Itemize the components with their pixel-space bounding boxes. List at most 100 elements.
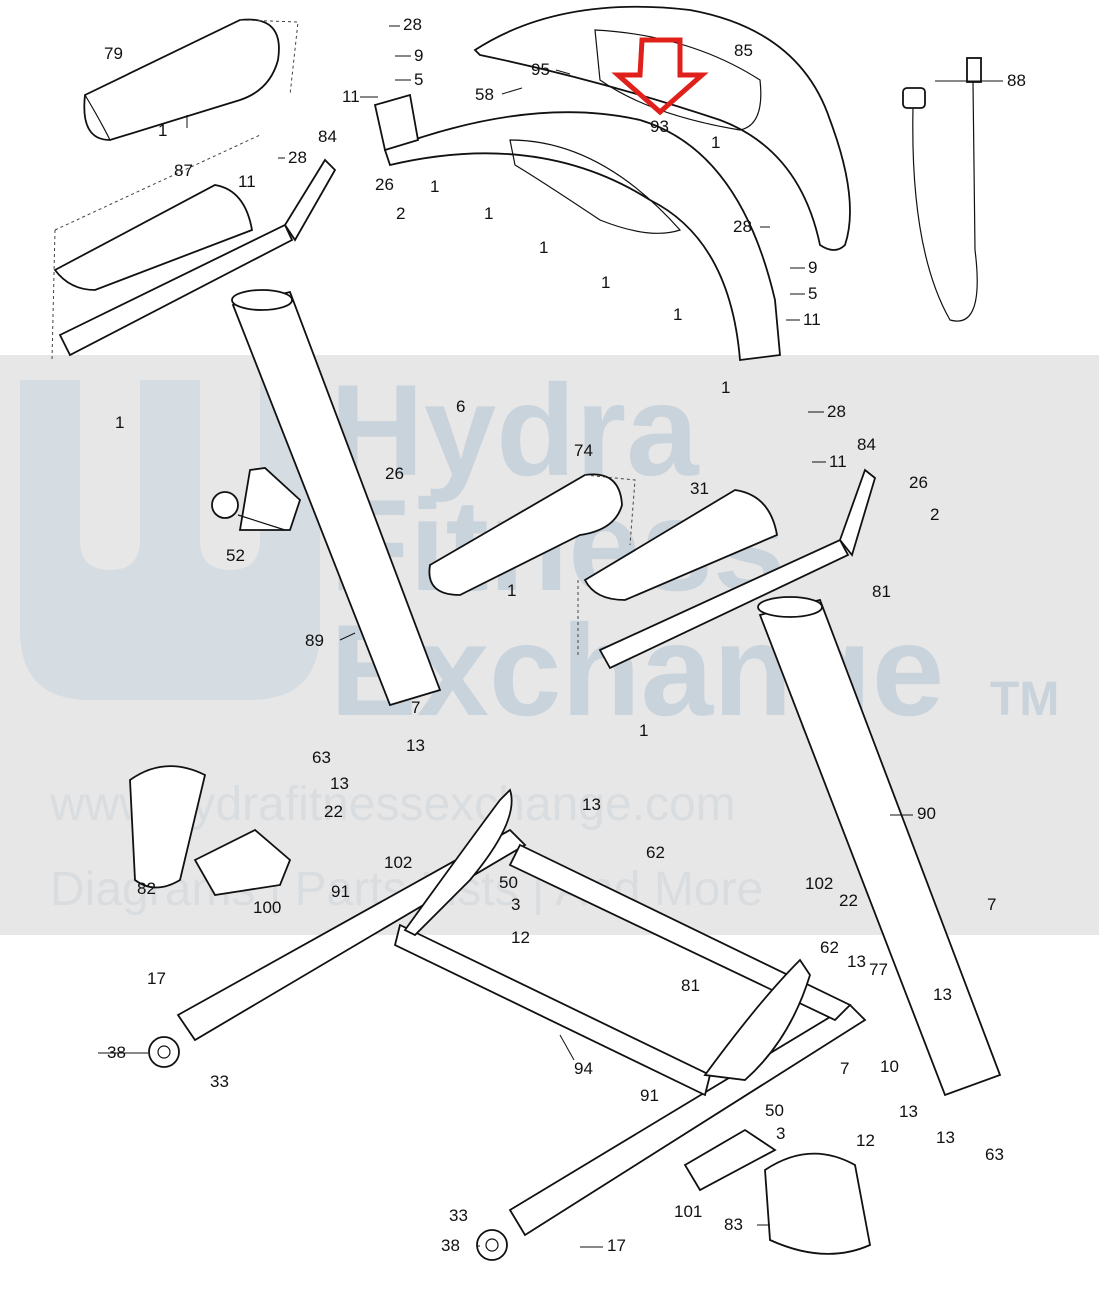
label-1: 1: [711, 133, 720, 152]
label-74: 74: [574, 441, 593, 460]
part-91-94-base-frame: [176, 788, 867, 1237]
label-1: 1: [507, 581, 516, 600]
label-81: 81: [681, 976, 700, 995]
part-labels: 79 28 9 5 11 95 58 85 88 93 1 84 28 87 1…: [104, 15, 1026, 1255]
part-83-cover: [764, 1152, 872, 1255]
label-1: 1: [539, 238, 548, 257]
part-89-left-upright: [231, 289, 442, 707]
label-84: 84: [318, 127, 337, 146]
label-62: 62: [646, 843, 665, 862]
label-33: 33: [449, 1206, 468, 1225]
label-88: 88: [1007, 71, 1026, 90]
part-88-wire: [902, 57, 982, 322]
label-13: 13: [582, 795, 601, 814]
label-1: 1: [158, 121, 167, 140]
label-3: 3: [776, 1124, 785, 1143]
label-26: 26: [375, 175, 394, 194]
label-91: 91: [331, 882, 350, 901]
label-13: 13: [847, 952, 866, 971]
label-101: 101: [674, 1202, 702, 1221]
label-7: 7: [411, 698, 420, 717]
label-11: 11: [342, 87, 360, 106]
label-82: 82: [137, 879, 156, 898]
part-52-knob: [211, 467, 302, 531]
label-100: 100: [253, 898, 281, 917]
part-31-right-mount: [577, 468, 877, 670]
label-31: 31: [690, 479, 709, 498]
label-5: 5: [414, 70, 423, 89]
label-10: 10: [880, 1057, 899, 1076]
label-17: 17: [147, 969, 166, 988]
label-102: 102: [805, 874, 833, 893]
label-93: 93: [650, 117, 669, 136]
label-13: 13: [406, 736, 425, 755]
label-22: 22: [324, 802, 343, 821]
label-2: 2: [396, 204, 405, 223]
label-38: 38: [441, 1236, 460, 1255]
part-79-handle-cover: [83, 18, 299, 141]
label-63: 63: [985, 1145, 1004, 1164]
label-28: 28: [827, 402, 846, 421]
part-87-left-mount: [51, 134, 337, 361]
label-13: 13: [933, 985, 952, 1004]
label-52: 52: [226, 546, 245, 565]
highlight-arrow-icon: [611, 37, 709, 116]
label-7: 7: [987, 895, 996, 914]
label-13: 13: [330, 774, 349, 793]
label-77: 77: [869, 960, 888, 979]
label-1: 1: [721, 378, 730, 397]
label-90: 90: [917, 804, 936, 823]
label-62: 62: [820, 938, 839, 957]
label-11: 11: [803, 310, 821, 329]
label-7: 7: [840, 1059, 849, 1078]
watermark-line1: Hydra: [330, 357, 700, 503]
label-1: 1: [430, 177, 439, 196]
label-84: 84: [857, 435, 876, 454]
label-50: 50: [499, 873, 518, 892]
label-11: 11: [829, 452, 847, 471]
part-101-cover: [683, 1128, 777, 1192]
label-33: 33: [210, 1072, 229, 1091]
label-17: 17: [607, 1236, 626, 1255]
label-87: 87: [174, 161, 193, 180]
part-100-cover: [193, 828, 292, 896]
part-82-cover: [129, 765, 207, 889]
label-94: 94: [574, 1059, 593, 1078]
label-11: 11: [238, 172, 256, 191]
watermark-tm: TM: [990, 673, 1059, 726]
label-5: 5: [808, 284, 817, 303]
label-85: 85: [734, 41, 753, 60]
part-90-right-upright: [757, 596, 1002, 1097]
label-89: 89: [305, 631, 324, 650]
label-28: 28: [403, 15, 422, 34]
label-26: 26: [385, 464, 404, 483]
label-26: 26: [909, 473, 928, 492]
label-79: 79: [104, 44, 123, 63]
part-74-handle-cover: [428, 473, 636, 596]
label-12: 12: [856, 1131, 875, 1150]
watermark-logo-icon: [20, 380, 320, 700]
label-1: 1: [639, 721, 648, 740]
label-22: 22: [839, 891, 858, 910]
label-1: 1: [601, 273, 610, 292]
label-6: 6: [456, 397, 465, 416]
label-9: 9: [414, 46, 423, 65]
label-91: 91: [640, 1086, 659, 1105]
label-58: 58: [475, 85, 494, 104]
leader-lines: [98, 25, 1003, 1248]
label-83: 83: [724, 1215, 743, 1234]
label-95: 95: [531, 60, 550, 79]
label-13: 13: [936, 1128, 955, 1147]
label-13: 13: [899, 1102, 918, 1121]
part-38-wheels: [148, 1036, 508, 1261]
label-9: 9: [808, 258, 817, 277]
label-50: 50: [765, 1101, 784, 1120]
label-2: 2: [930, 505, 939, 524]
label-1: 1: [484, 204, 493, 223]
label-81: 81: [872, 582, 891, 601]
part-93-console-frame: [373, 93, 781, 362]
label-3: 3: [511, 895, 520, 914]
label-12: 12: [511, 928, 530, 947]
